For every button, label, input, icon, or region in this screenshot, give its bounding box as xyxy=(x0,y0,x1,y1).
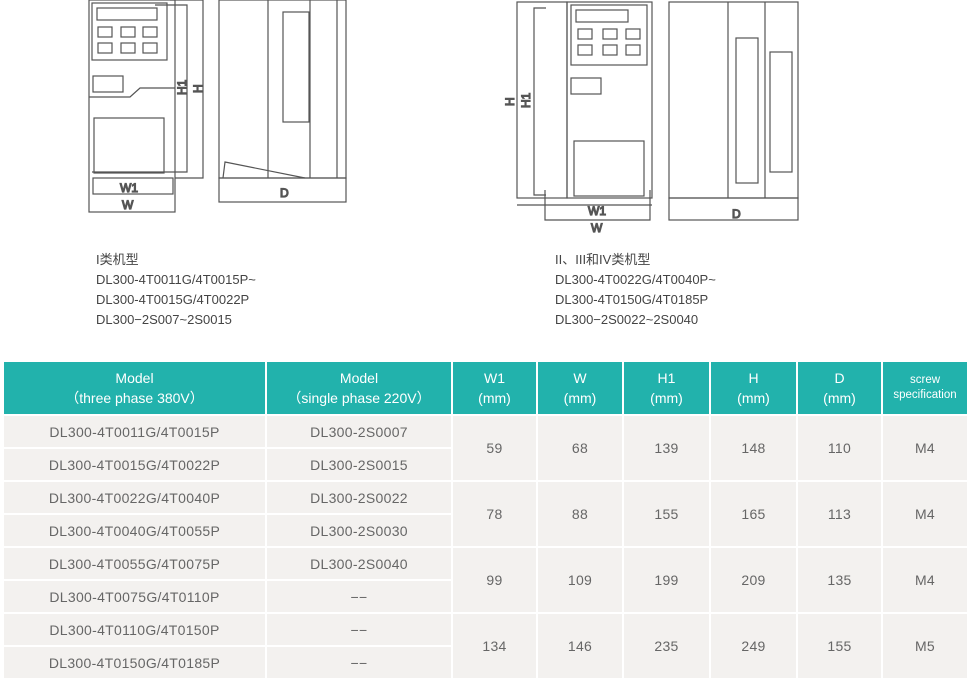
dim-label-w1: W1 xyxy=(120,181,138,195)
table-row: DL300-4T0150G/4T0185P−− xyxy=(4,645,967,678)
header-text: Model xyxy=(115,370,154,386)
dim-label-h: H xyxy=(503,97,517,106)
model-380v-cell: DL300-4T0015G/4T0022P xyxy=(4,447,266,481)
header-text: W xyxy=(573,370,587,386)
caption-type-i: I类机型 DL300-4T0011G/4T0015P~ DL300-4T0015… xyxy=(96,250,256,330)
model-380v-cell: DL300-4T0075G/4T0110P xyxy=(4,579,266,613)
model-220v-cell: −− xyxy=(265,612,452,646)
header-text: D xyxy=(834,370,845,386)
header-text: （three phase 380V） xyxy=(65,390,204,406)
dimension-cell: 235 xyxy=(622,612,710,678)
caption-line: DL300−2S0022~2S0040 xyxy=(555,312,699,327)
dim-label-h: H xyxy=(191,84,205,93)
dimension-cell: 155 xyxy=(796,612,882,678)
dimension-cell: 148 xyxy=(709,414,797,481)
dimension-cell: 59 xyxy=(451,414,537,481)
drawing-type-ii-iv-front xyxy=(516,1,653,221)
column-header: H1 (mm) xyxy=(622,362,710,415)
model-380v-cell: DL300-4T0040G/4T0055P xyxy=(4,513,266,547)
header-text: H1 xyxy=(657,370,676,386)
caption-title: II、III和IV类机型 xyxy=(555,252,651,267)
column-header: Model （single phase 220V） xyxy=(265,362,452,415)
drawing-type-i-front xyxy=(88,0,204,213)
dimension-cell: 135 xyxy=(796,546,882,613)
header-text: (mm) xyxy=(737,390,770,406)
dimension-cell: M5 xyxy=(881,612,967,678)
header-text: specification xyxy=(893,389,957,401)
dimension-table: Model （three phase 380V） Model （single phas… xyxy=(4,362,967,678)
header-text: Model xyxy=(339,370,379,386)
dimension-cell: 109 xyxy=(536,546,623,613)
dimension-cell: 113 xyxy=(796,480,882,547)
model-220v-cell: DL300-2S0015 xyxy=(265,447,452,481)
column-header: screw specification xyxy=(881,362,967,415)
dim-label-h1: H1 xyxy=(519,92,533,108)
model-380v-cell: DL300-4T0150G/4T0185P xyxy=(4,645,266,678)
dimension-cell: 139 xyxy=(622,414,710,481)
caption-line: DL300−2S007~2S0015 xyxy=(96,312,232,327)
model-220v-cell: −− xyxy=(265,645,452,678)
dim-label-w1: W1 xyxy=(588,204,606,218)
dim-label-h1: H1 xyxy=(175,79,189,95)
dimension-cell: 99 xyxy=(451,546,537,613)
column-header: D (mm) xyxy=(796,362,882,415)
header-text: (mm) xyxy=(823,390,856,406)
dimension-cell: 209 xyxy=(709,546,797,613)
dimension-drawings: W1 W H1 H D W1 W H1 H D xyxy=(88,0,799,236)
caption-line: DL300-4T0150G/4T0185P xyxy=(555,292,709,307)
dimension-cell: M4 xyxy=(881,480,967,547)
model-220v-cell: −− xyxy=(265,579,452,613)
dimension-cell: M4 xyxy=(881,414,967,481)
model-380v-cell: DL300-4T0055G/4T0075P xyxy=(4,546,266,580)
dimension-cell: 134 xyxy=(451,612,537,678)
dim-label-d: D xyxy=(280,186,289,200)
dimension-cell: 78 xyxy=(451,480,537,547)
header-text: （single phase 220V） xyxy=(287,390,431,406)
dimension-cell: 88 xyxy=(536,480,623,547)
dim-label-d: D xyxy=(732,207,741,221)
header-text: (mm) xyxy=(478,390,511,406)
column-header: Model （three phase 380V） xyxy=(4,362,266,415)
dim-label-w: W xyxy=(122,198,134,212)
model-220v-cell: DL300-2S0030 xyxy=(265,513,452,547)
column-header: H (mm) xyxy=(709,362,797,415)
model-220v-cell: DL300-2S0040 xyxy=(265,546,452,580)
dimension-cell: 155 xyxy=(622,480,710,547)
dimension-cell: M4 xyxy=(881,546,967,613)
header-text: (mm) xyxy=(650,390,683,406)
header-text: (mm) xyxy=(563,390,597,406)
dimension-cell: 199 xyxy=(622,546,710,613)
model-380v-cell: DL300-4T0011G/4T0015P xyxy=(4,414,266,448)
caption-title: I类机型 xyxy=(96,252,139,267)
model-220v-cell: DL300-2S0007 xyxy=(265,414,452,448)
model-380v-cell: DL300-4T0110G/4T0150P xyxy=(4,612,266,646)
dimension-cell: 146 xyxy=(536,612,623,678)
model-220v-cell: DL300-2S0022 xyxy=(265,480,452,514)
caption-line: DL300-4T0015G/4T0022P xyxy=(96,292,250,307)
caption-type-ii-iv: II、III和IV类机型 DL300-4T0022G/4T0040P~ DL30… xyxy=(555,250,716,330)
dim-label-w: W xyxy=(591,221,603,235)
caption-line: DL300-4T0011G/4T0015P~ xyxy=(96,272,256,287)
header-text: H xyxy=(748,370,759,386)
dimension-cell: 68 xyxy=(536,414,623,481)
header-text: screw xyxy=(909,374,941,386)
dimension-cell: 249 xyxy=(709,612,797,678)
caption-line: DL300-4T0022G/4T0040P~ xyxy=(555,272,716,287)
drawing-type-ii-iv-side xyxy=(668,1,799,221)
table-row: DL300-4T0075G/4T0110P−− xyxy=(4,579,967,613)
dimension-cell: 165 xyxy=(709,480,797,547)
column-header: W1 (mm) xyxy=(451,362,537,415)
model-380v-cell: DL300-4T0022G/4T0040P xyxy=(4,480,266,514)
header-text: W1 xyxy=(484,370,505,386)
column-header: W (mm) xyxy=(536,362,623,415)
dimension-cell: 110 xyxy=(796,414,882,481)
drawing-type-i-side xyxy=(218,0,347,203)
